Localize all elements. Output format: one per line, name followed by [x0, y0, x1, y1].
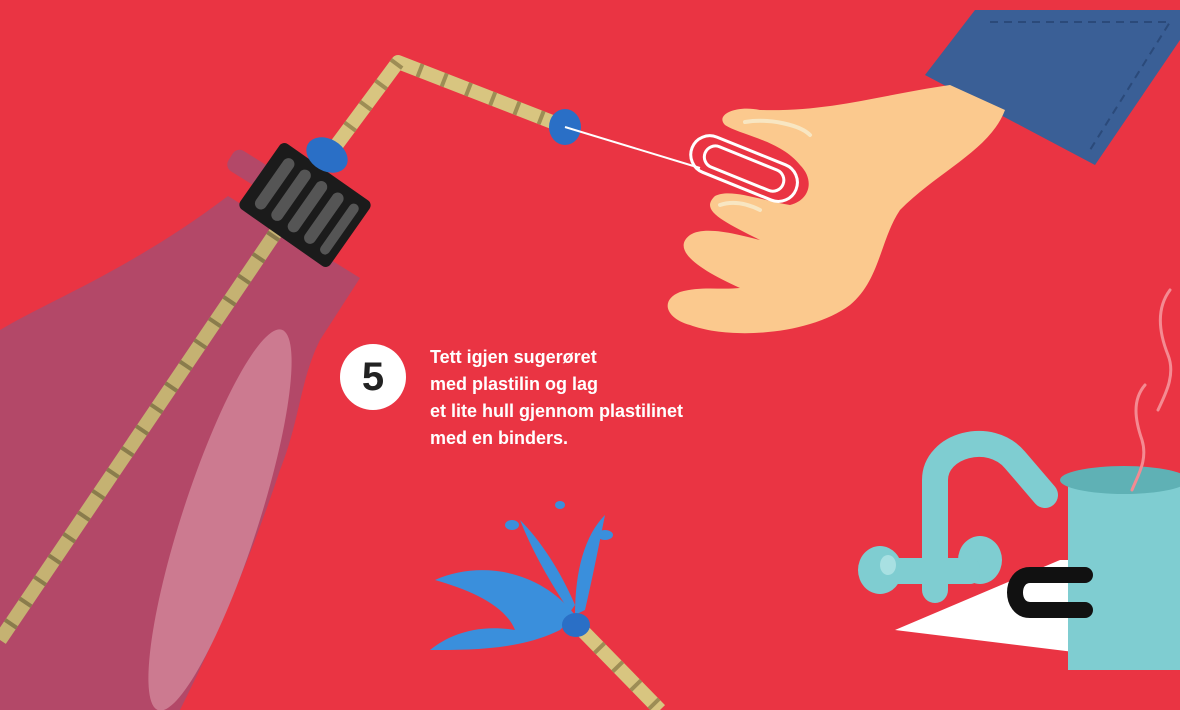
- steam-icon: [1132, 290, 1171, 490]
- hand-icon: [668, 85, 1005, 333]
- instruction-line: et lite hull gjennom plastilinet: [430, 398, 830, 425]
- water-splash-icon: [430, 501, 660, 710]
- wire-icon: [565, 127, 700, 168]
- step-number-badge: 5: [340, 344, 406, 410]
- instruction-line: med en binders.: [430, 425, 830, 452]
- instruction-line: med plastilin og lag: [430, 371, 830, 398]
- instruction-text: Tett igjen sugerøret med plastilin og la…: [430, 344, 830, 452]
- instruction-line: Tett igjen sugerøret: [430, 344, 830, 371]
